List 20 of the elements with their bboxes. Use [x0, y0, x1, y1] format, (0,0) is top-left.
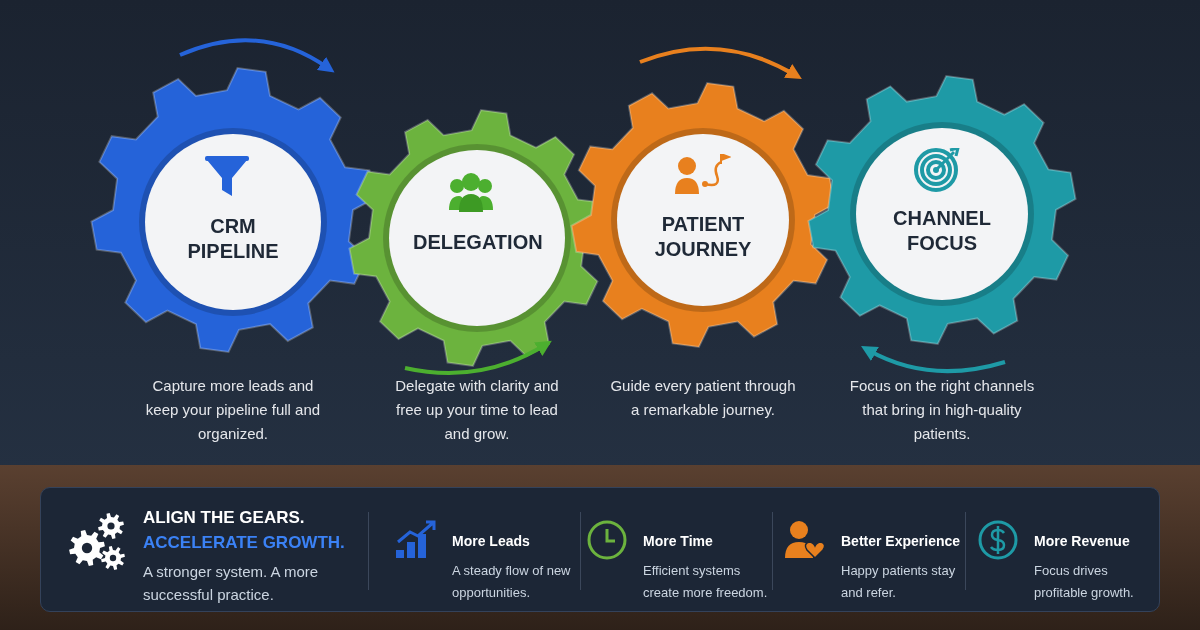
- description-text: Capture more leads and keep your pipeline full and organized.: [144, 376, 322, 444]
- tagline: A stronger system. A more successful practice.: [143, 562, 320, 605]
- benefit-title: More Time: [643, 532, 714, 551]
- heading: ALIGN THE GEARS.: [143, 508, 306, 528]
- benefit-text: Focus drives profitable growth.: [1034, 562, 1135, 602]
- gear-title: CRM PIPELINE: [186, 214, 280, 264]
- summary-panel: [40, 487, 1160, 612]
- benefit-title: Better Experience: [841, 532, 962, 551]
- heading: ACCELERATE GROWTH.: [143, 533, 346, 553]
- gear-title: PATIENT JOURNEY: [653, 212, 753, 262]
- description-text: Focus on the right channels that bring in high-quality patients.: [848, 376, 1036, 444]
- description-text: Delegate with clarity and free up your time to lead and grow.: [394, 376, 560, 444]
- gear-title: CHANNEL FOCUS: [892, 206, 992, 256]
- gear-title: DELEGATION: [412, 230, 544, 255]
- benefit-text: A steady flow of new opportunities.: [452, 562, 572, 602]
- benefit-title: More Revenue: [1034, 532, 1131, 551]
- benefit-text: Efficient systems create more freedom.: [643, 562, 769, 602]
- benefit-text: Happy patients stay and refer.: [841, 562, 957, 602]
- benefit-title: More Leads: [452, 532, 531, 551]
- description-text: Guide every patient through a remarkable journey.: [609, 376, 797, 420]
